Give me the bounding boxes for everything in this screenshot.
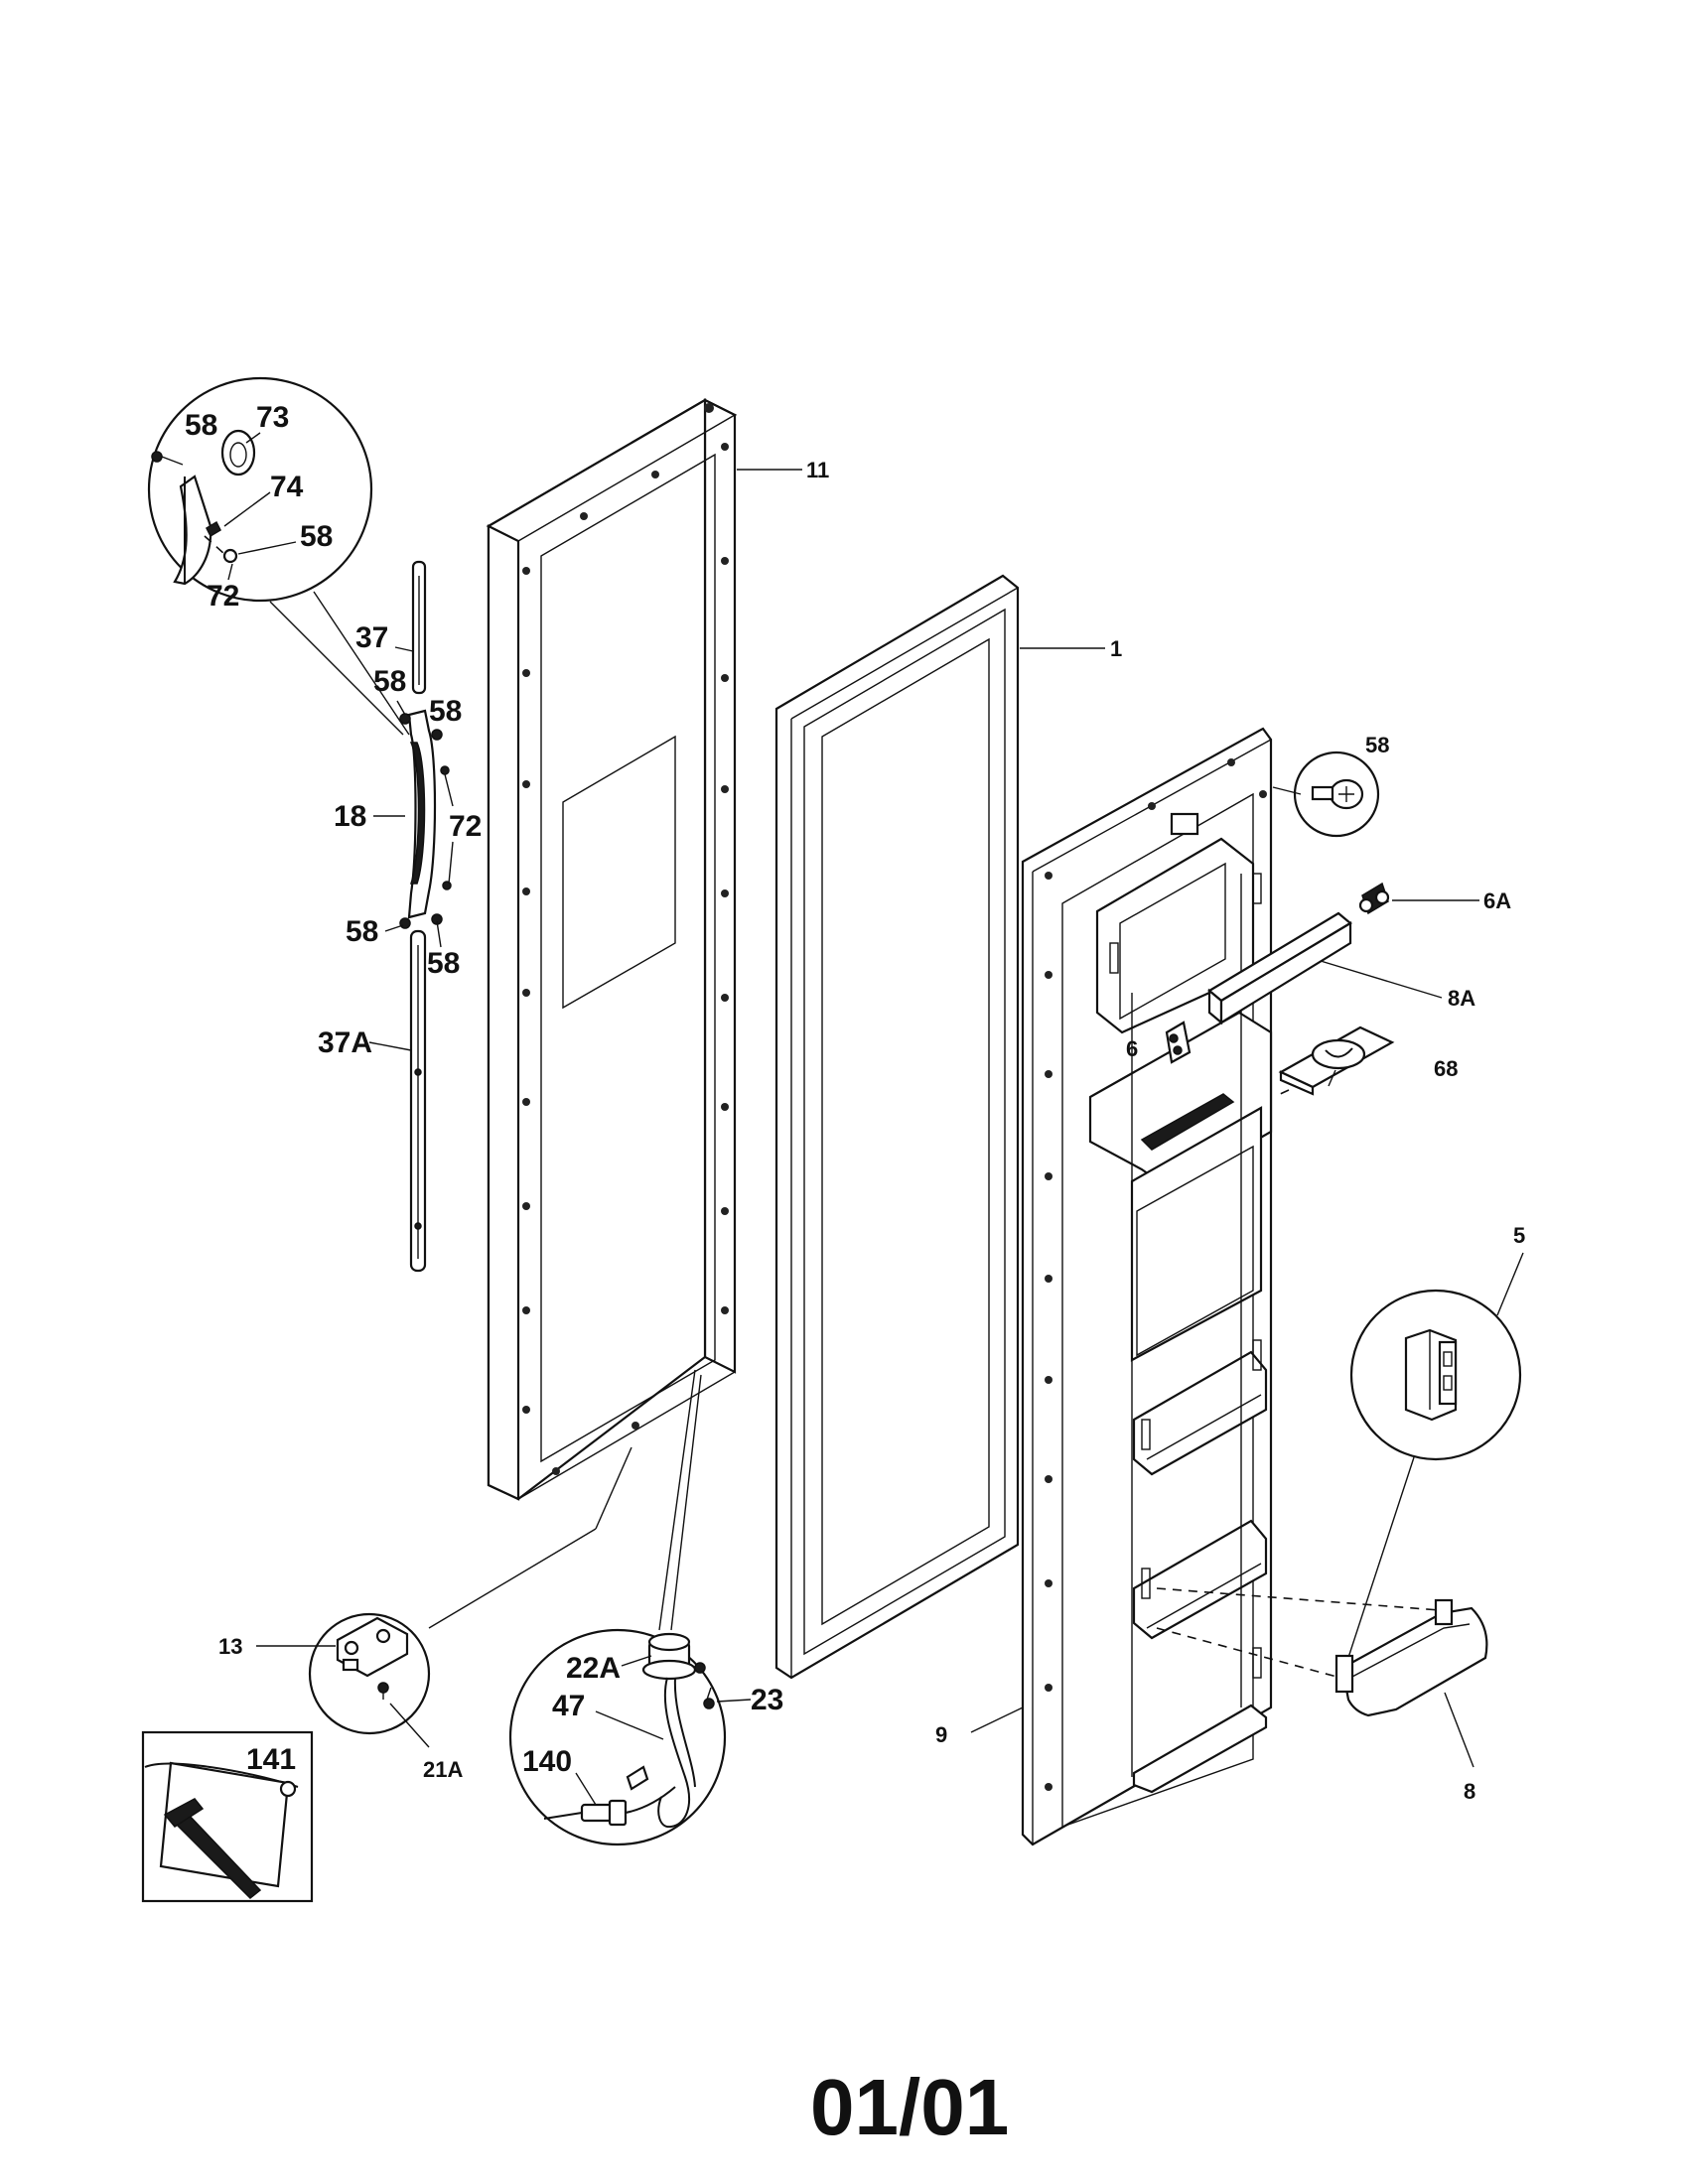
callout-141: 141 [246, 1743, 296, 1776]
outer-door-panel [486, 398, 738, 1501]
shelf-bar-8 [1334, 1598, 1488, 1717]
callout-73: 73 [256, 401, 289, 434]
callout-21a: 21A [423, 1757, 463, 1782]
door-gasket [774, 574, 1020, 1680]
door-handle-18 [399, 709, 452, 929]
callout-5: 5 [1513, 1223, 1525, 1248]
handle-trim-37 [411, 560, 427, 695]
callout-58-h2: 58 [429, 695, 462, 728]
rail-8a [1207, 911, 1352, 1025]
callout-68: 68 [1434, 1056, 1458, 1081]
screw-detail-circle [1272, 751, 1380, 838]
hinge-bracket-circle-13 [308, 1612, 431, 1735]
page-number: 01/01 [810, 2063, 1009, 2151]
dispenser-tray-68 [1278, 1025, 1395, 1096]
callout-8a: 8A [1448, 986, 1475, 1011]
bracket-6 [1165, 1021, 1192, 1064]
callout-23: 23 [751, 1684, 783, 1716]
clip-detail-circle-5 [1349, 1289, 1522, 1461]
callout-47: 47 [552, 1690, 585, 1722]
handle-mount-detail-circle [147, 376, 373, 603]
callout-6: 6 [1126, 1036, 1138, 1061]
callout-18: 18 [334, 800, 366, 833]
callout-58-h1: 58 [373, 665, 406, 698]
callout-22a: 22A [566, 1652, 621, 1685]
handle-trim-37a [409, 929, 427, 1273]
inner-door-liner [1021, 727, 1273, 1846]
callout-74: 74 [270, 471, 304, 503]
switch-harness-circle [508, 1628, 727, 1846]
callout-11: 11 [806, 458, 829, 482]
bracket-6a [1358, 882, 1390, 915]
callout-1: 1 [1110, 636, 1122, 661]
callout-13: 13 [218, 1634, 242, 1659]
callout-72-h: 72 [449, 810, 482, 843]
callout-58-h3: 58 [346, 915, 378, 948]
callout-140: 140 [522, 1745, 572, 1778]
callout-6a: 6A [1483, 888, 1511, 913]
tool-box-141 [141, 1730, 314, 1903]
callout-37a: 37A [318, 1026, 372, 1059]
callout-9: 9 [935, 1722, 947, 1747]
callout-58-h4: 58 [427, 947, 460, 980]
callout-72-d: 72 [207, 580, 239, 613]
callout-58-d2: 58 [300, 520, 333, 553]
callout-58-cap: 58 [1365, 733, 1389, 757]
callout-58-d1: 58 [185, 409, 217, 442]
callout-8: 8 [1464, 1779, 1475, 1804]
callout-37: 37 [355, 621, 388, 654]
